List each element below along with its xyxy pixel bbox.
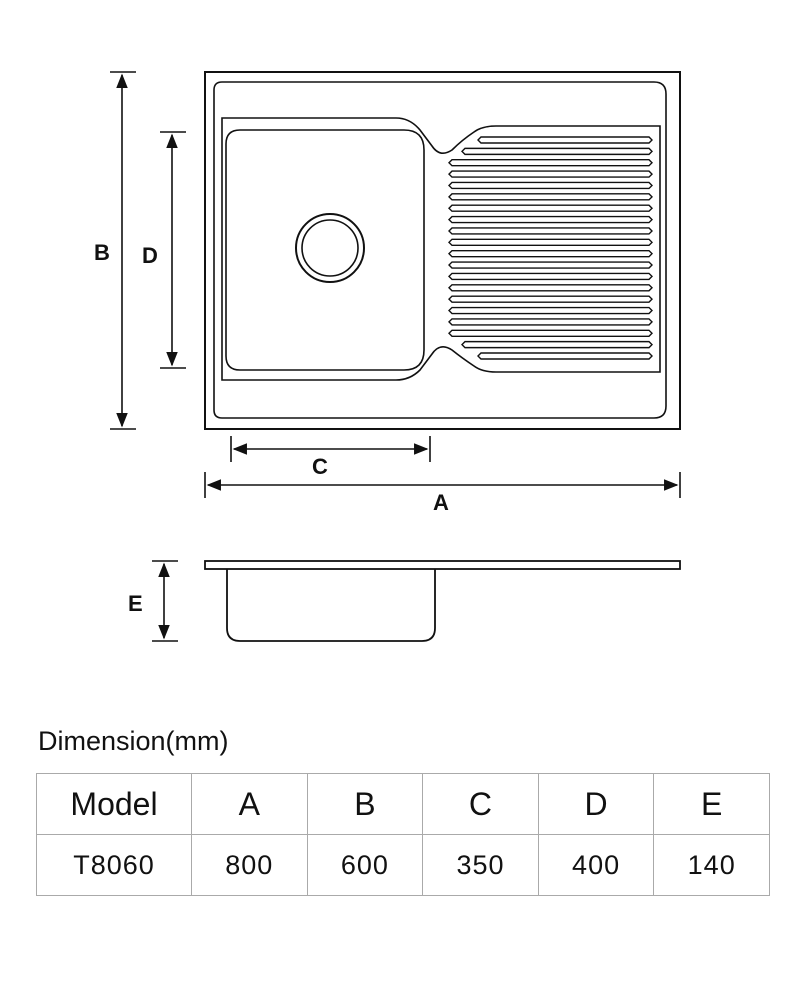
label-b: B: [94, 240, 110, 265]
sink-dimension-diagram: B D C A E: [94, 71, 681, 642]
sink-side-view: [204, 560, 681, 642]
label-a: A: [433, 490, 449, 515]
drainer-rib: [448, 215, 653, 224]
side-view-deck: [204, 560, 681, 570]
label-d: D: [142, 243, 158, 268]
side-view-bowl: [226, 569, 436, 642]
drainer-rib: [461, 340, 653, 349]
cell-d: 400: [537, 834, 655, 896]
drainer-rib: [448, 170, 653, 178]
drain-hole-outer: [295, 213, 365, 283]
drainer-rib: [448, 329, 653, 337]
drainer-rib: [448, 249, 653, 258]
drainer-rib: [461, 147, 653, 156]
cell-a: 800: [191, 834, 308, 896]
drainer-rib: [448, 318, 653, 326]
sink-inner-rim: [213, 81, 667, 419]
drainer-rib: [448, 159, 653, 167]
table-title: Dimension(mm): [38, 726, 229, 756]
drainer-rib: [448, 238, 653, 247]
drainer-rib: [448, 193, 653, 201]
sink-outer-edge: [204, 71, 681, 430]
drainer-rib: [448, 204, 653, 212]
header-model: Model: [36, 773, 192, 835]
label-e: E: [128, 591, 143, 616]
drainer-rib: [448, 272, 653, 281]
table-header-row: Model A B C D E: [36, 773, 770, 835]
drainer-rib: [448, 284, 653, 292]
header-b: B: [306, 773, 424, 835]
drainer-rib: [448, 181, 653, 190]
drainer-rib: [448, 227, 653, 235]
drainer-rib: [448, 306, 653, 315]
header-e: E: [653, 773, 770, 835]
drainer-rib: [477, 352, 653, 360]
drainer-rib: [448, 261, 653, 269]
bowl-drainer-outline: [221, 117, 661, 381]
header-d: D: [537, 773, 655, 835]
table-row: T8060 800 600 350 400 140: [36, 834, 770, 896]
drainer-rib: [448, 295, 653, 303]
drain-hole-inner: [301, 219, 359, 277]
header-c: C: [422, 773, 539, 835]
cell-e: 140: [653, 834, 770, 896]
cell-model: T8060: [36, 834, 192, 896]
bowl-outline: [225, 129, 425, 371]
drainer-rib: [477, 136, 653, 144]
dimension-lines: [110, 71, 681, 642]
cell-c: 350: [422, 834, 539, 896]
drainer-ribs: [448, 136, 653, 360]
header-a: A: [191, 773, 308, 835]
label-c: C: [312, 454, 328, 479]
sink-top-view: [204, 71, 681, 430]
cell-b: 600: [306, 834, 424, 896]
dimension-table: Model A B C D E T8060 800 600 350 400 14…: [36, 773, 770, 896]
